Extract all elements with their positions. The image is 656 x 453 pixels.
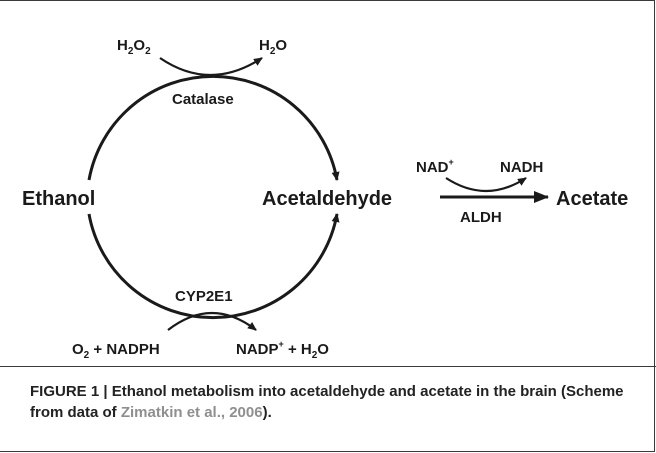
nadh-label: NADH — [500, 159, 543, 176]
acetate-label: Acetate — [556, 188, 628, 210]
cyp2e1-pathway-arc — [87, 213, 340, 320]
cyp2e1-label: CYP2E1 — [175, 288, 233, 305]
o2-nadph-label: O2 + NADPH — [72, 341, 160, 361]
catalase-pathway-arc — [87, 74, 340, 181]
nad-to-nadh-arrow — [445, 177, 527, 193]
h2o2-to-h2o-arrow — [159, 57, 263, 76]
nadph-to-nadp-arrow — [167, 312, 257, 331]
h2o2-label: H2O2 — [117, 37, 151, 57]
h2o-label: H2O — [259, 37, 287, 57]
nad-label: NAD+ — [416, 157, 454, 176]
figure-caption: FIGURE 1 | Ethanol metabolism into aceta… — [30, 381, 640, 423]
nadp-h2o-label: NADP+ + H2O — [236, 339, 329, 361]
acetaldehyde-label: Acetaldehyde — [262, 188, 392, 210]
caption-text: FIGURE 1 | Ethanol metabolism into aceta… — [30, 383, 624, 421]
caption-suffix: ). — [262, 404, 272, 421]
catalase-label: Catalase — [172, 91, 234, 108]
ethanol-label: Ethanol — [22, 188, 95, 210]
aldh-label: ALDH — [460, 209, 502, 226]
reference-link[interactable]: Zimatkin et al., 2006 — [120, 404, 263, 421]
metabolism-scheme: Ethanol Acetaldehyde Acetate Catalase CY… — [22, 37, 628, 361]
caption-divider — [0, 366, 656, 367]
